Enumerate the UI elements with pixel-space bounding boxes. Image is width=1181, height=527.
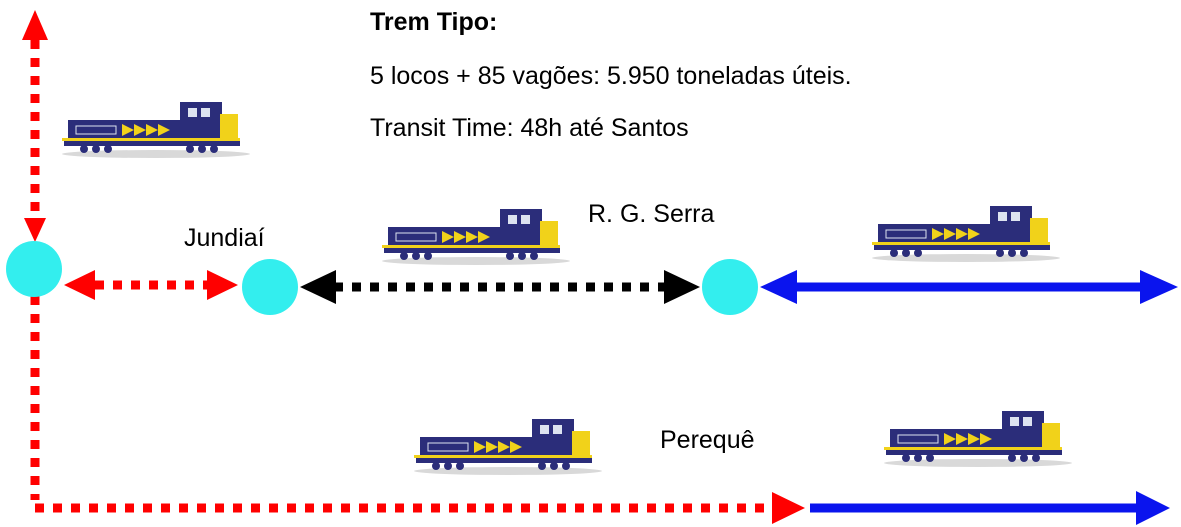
- locomotive-icon: [61, 101, 251, 159]
- station-node-rg-serra: [702, 259, 758, 315]
- info-transit-time: Transit Time: 48h até Santos: [370, 114, 689, 142]
- arrow-down-icon: [24, 218, 46, 242]
- info-composition: 5 locos + 85 vagões: 5.950 toneladas úte…: [370, 62, 852, 90]
- arrow-left-icon: [64, 270, 95, 300]
- locomotive-icon: [413, 418, 603, 476]
- arrow-right-icon: [1140, 270, 1178, 304]
- locomotive-icon: [871, 205, 1061, 263]
- station-node-jundiai: [242, 259, 298, 315]
- arrow-up-icon: [22, 10, 48, 40]
- station-label-jundiai: Jundiaí: [184, 224, 265, 252]
- info-title: Trem Tipo:: [370, 8, 498, 36]
- locomotive-icon: [883, 410, 1073, 468]
- station-node: [6, 241, 62, 297]
- arrow-right-icon: [664, 270, 700, 304]
- arrow-right-icon: [1136, 491, 1170, 525]
- arrow-left-icon: [760, 270, 797, 304]
- arrow-right-icon: [772, 492, 805, 524]
- arrow-left-icon: [300, 270, 336, 304]
- station-label-pereque: Perequê: [660, 426, 755, 454]
- station-label-rg-serra: R. G. Serra: [588, 200, 715, 228]
- arrow-right-icon: [207, 270, 238, 300]
- locomotive-icon: [381, 208, 571, 266]
